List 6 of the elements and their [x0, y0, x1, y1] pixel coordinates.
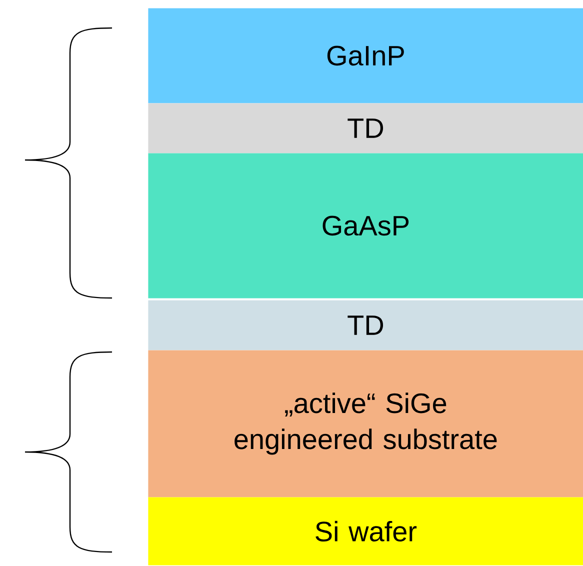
- layer-box: GaInP: [148, 8, 583, 104]
- layer-box: GaAsP: [148, 153, 583, 298]
- layer-box: TD: [148, 103, 583, 154]
- layer-box: Si wafer: [148, 497, 583, 566]
- layer-box: TD: [148, 300, 583, 350]
- layer-box: „active“ SiGe engineered substrate: [148, 350, 583, 498]
